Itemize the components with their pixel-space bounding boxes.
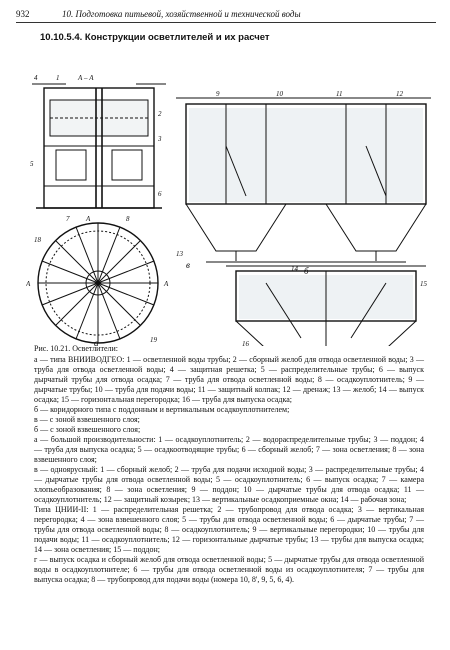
clarifier-a-plan <box>37 222 159 344</box>
caption-paragraph: б — коридорного типа с поддонным и верти… <box>34 405 290 414</box>
callout-label: 6 <box>158 190 162 198</box>
callout-label: 5 <box>30 160 34 168</box>
panel-label-c: в <box>186 260 190 270</box>
caption-paragraph: а — типа ВНИИВОДГЕО: 1 — осветленной вод… <box>34 355 424 404</box>
callout-label: 18 <box>34 236 42 244</box>
section-mark: А – А <box>77 74 94 82</box>
callout-label: 3 <box>157 135 162 143</box>
page-number: 932 <box>16 9 30 19</box>
caption-paragraph: в — с зоной взвешенного слоя; <box>34 415 140 424</box>
callout-label: 7 <box>66 215 70 223</box>
section-title: 10.10.5.4. Конструкции осветлителей и их… <box>40 32 270 43</box>
caption-paragraph: б — с зоной взвешенного слоя; <box>34 425 141 434</box>
callout-label: 2 <box>158 110 162 118</box>
running-title: 10. Подготовка питьевой, хозяйственной и… <box>62 9 301 19</box>
callout-label: 11 <box>336 90 342 98</box>
callout-label: 13 <box>176 250 184 258</box>
marker-a: А <box>163 280 169 288</box>
callout-label: 15 <box>420 280 428 288</box>
callout-label: 12 <box>396 90 404 98</box>
callout-label: 16 <box>242 340 250 346</box>
running-header: 932 10. Подготовка питьевой, хозяйственн… <box>16 8 436 23</box>
caption-paragraph: а — большой производительности: 1 — осад… <box>34 435 424 464</box>
caption-paragraph: г — выпуск осадка и сборный желоб для от… <box>34 555 424 584</box>
panel-label-a: а <box>94 338 99 346</box>
panel-label-b: б <box>304 266 309 276</box>
callout-label: 10 <box>276 90 284 98</box>
clarifier-a-section <box>32 83 166 209</box>
callout-label: 19 <box>150 336 158 344</box>
callout-label: 8 <box>126 215 130 223</box>
marker-a: А <box>85 215 91 223</box>
clarifier-b-section <box>176 97 431 263</box>
caption-paragraph: Типа ЦНИИ-II: 1 — распределительная реше… <box>34 505 424 554</box>
callout-label: 4 <box>34 74 38 82</box>
figure-clarifiers: 4 1 А – А 2 3 5 6 7 8 А А А 9 10 11 12 1… <box>26 74 431 346</box>
figure-caption: Рис. 10.21. Осветлители: а — типа ВНИИВО… <box>34 344 424 585</box>
marker-a: А <box>26 280 31 288</box>
callout-label: 1 <box>56 74 60 82</box>
caption-paragraph: в — одноярусный: 1 — сборный желоб; 2 — … <box>34 465 424 504</box>
clarifier-c-section <box>226 265 426 346</box>
callout-label: 14 <box>291 265 299 273</box>
callout-label: 9 <box>216 90 220 98</box>
caption-title: Рис. 10.21. Осветлители: <box>34 344 119 353</box>
